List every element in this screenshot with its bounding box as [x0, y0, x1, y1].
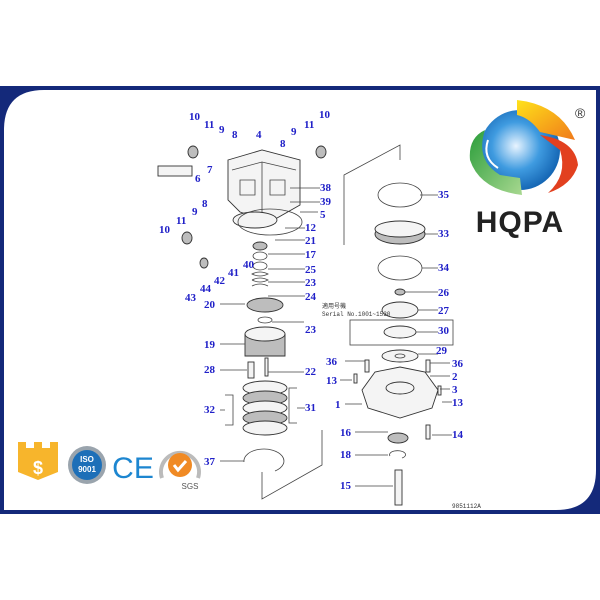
callout: 35: [438, 189, 450, 201]
callout: 5: [320, 209, 326, 221]
callout: 26: [438, 287, 450, 299]
price-shield-badge: $: [18, 442, 58, 480]
callout: 25: [305, 264, 317, 276]
callout: 43: [185, 292, 197, 304]
callout: 3: [452, 384, 458, 396]
callout: 9: [291, 126, 297, 138]
callout: 38: [320, 182, 332, 194]
callout: 33: [438, 228, 450, 240]
callout: 24: [305, 291, 317, 303]
callout: 22: [305, 366, 317, 378]
callout: 21: [305, 235, 316, 247]
sgs-badge: SGS: [159, 450, 201, 491]
callout: 34: [438, 262, 450, 274]
callout: 8: [232, 129, 238, 141]
brand-name: HQPA: [476, 206, 564, 239]
callout: 30: [438, 325, 450, 337]
callout: 10: [159, 224, 171, 236]
callout: 15: [340, 480, 352, 492]
callout: 18: [340, 449, 352, 461]
callout: 12: [305, 222, 317, 234]
callout: 13: [326, 375, 338, 387]
callout: 44: [200, 283, 212, 295]
callout: 36: [326, 356, 338, 368]
ce-mark: CE: [112, 452, 154, 485]
callout: 9: [192, 206, 198, 218]
serial-note-jp: 適用号機: [322, 302, 346, 310]
callout: 29: [436, 345, 448, 357]
callout: 13: [452, 397, 464, 409]
iso-text: ISO: [80, 455, 94, 464]
dollar-icon: $: [33, 458, 43, 478]
callout: 17: [305, 249, 317, 261]
callout: 2: [452, 371, 458, 383]
callout: 11: [204, 119, 214, 131]
drawing-code: 9851112A: [452, 503, 481, 510]
callout: 27: [438, 305, 450, 317]
callout: 8: [202, 198, 208, 210]
callout: 1: [335, 399, 341, 411]
callout: 31: [305, 402, 316, 414]
callout: 9: [219, 124, 225, 136]
registered-mark: ®: [575, 105, 586, 121]
callout: 40: [243, 259, 255, 271]
callout: 10: [319, 109, 331, 121]
callout: 41: [228, 267, 239, 279]
callout: 28: [204, 364, 216, 376]
callout-labels: 10 11 9 8 4 8 9 11 10 7 6 8 9 11 10 38 3…: [159, 109, 464, 492]
callout: 42: [214, 275, 226, 287]
callout: 23: [305, 277, 317, 289]
callout: 10: [189, 111, 201, 123]
callout: 36: [452, 358, 464, 370]
callout: 19: [204, 339, 216, 351]
callout: 6: [195, 173, 201, 185]
sgs-text: SGS: [182, 482, 199, 491]
leader-lines: [220, 187, 452, 487]
hqpa-logo: ® HQPA: [469, 100, 586, 239]
callout: 4: [256, 129, 262, 141]
callout: 16: [340, 427, 352, 439]
callout: 14: [452, 429, 464, 441]
iso-9001-badge: ISO 9001: [68, 446, 106, 484]
callout: 23: [305, 324, 317, 336]
iso-number: 9001: [78, 465, 96, 474]
callout: 20: [204, 299, 216, 311]
ce-text: CE: [112, 452, 154, 485]
callout: 37: [204, 456, 216, 468]
callout: 8: [280, 138, 286, 150]
serial-note: Serial No.1001~1530: [322, 311, 391, 318]
exploded-parts-drawing: [157, 144, 454, 506]
callout: 39: [320, 196, 332, 208]
callout: 11: [176, 215, 186, 227]
callout: 11: [304, 119, 314, 131]
callout: 32: [204, 404, 216, 416]
callout: 7: [207, 164, 213, 176]
